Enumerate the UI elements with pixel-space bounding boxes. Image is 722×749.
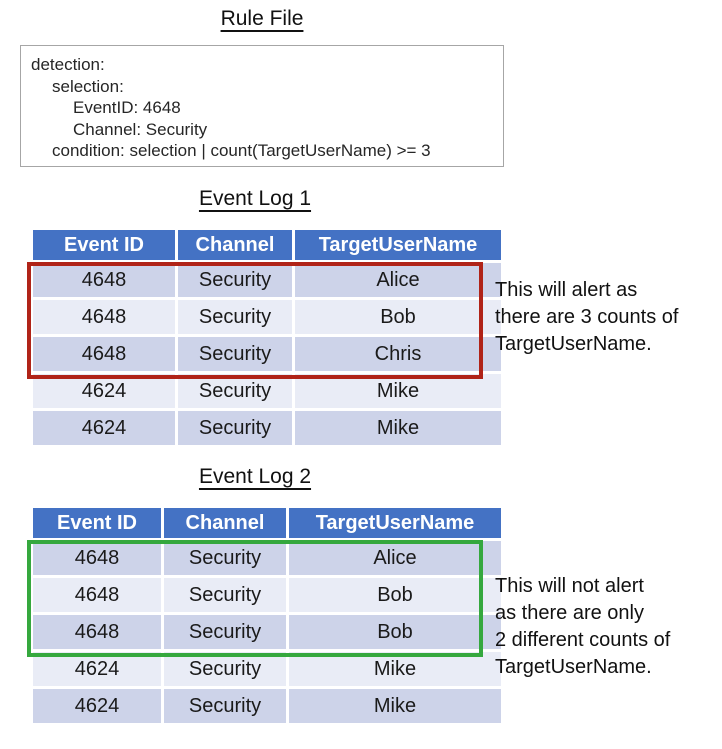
rule-line-eventid: EventID: 4648 [73,98,181,117]
alert-annotation-line: This will alert as [495,279,638,301]
no-alert-annotation-line: This will not alert [495,575,644,597]
event-log-1-header-row: Event ID Channel TargetUserName [33,230,501,260]
cell-channel: Security [164,541,286,575]
rule-file-box: detection: selection: EventID: 4648 Chan… [20,45,504,167]
cell-channel: Security [178,374,292,408]
table-row: 4648 Security Bob [33,300,501,334]
table-row: 4648 Security Bob [33,615,501,649]
cell-channel: Security [164,615,286,649]
cell-targetusername: Alice [295,263,501,297]
event-log-2-header-row: Event ID Channel TargetUserName [33,508,501,538]
table-row: 4648 Security Bob [33,578,501,612]
rule-line-channel: Channel: Security [73,119,208,139]
alert-annotation: This will alert as there are 3 counts of… [495,277,720,358]
rule-line-condition: condition: selection | count(TargetUserN… [52,141,431,160]
alert-highlight-box [27,262,483,379]
cell-event-id: 4648 [33,300,175,334]
cell-event-id: 4648 [33,615,161,649]
cell-targetusername: Mike [289,652,501,686]
rule-line-selection: selection: [52,76,124,96]
column-header-event-id: Event ID [33,508,161,538]
event-log-1-table: Event ID Channel TargetUserName 4648 Sec… [30,227,504,448]
cell-event-id: 4648 [33,337,175,371]
cell-event-id: 4648 [33,263,175,297]
table-row: 4624 Security Mike [33,652,501,686]
cell-event-id: 4624 [33,652,161,686]
cell-targetusername: Bob [289,578,501,612]
cell-event-id: 4648 [33,541,161,575]
column-header-channel: Channel [178,230,292,260]
cell-targetusername: Bob [295,300,501,334]
rule-line-detection: detection: [31,55,105,74]
cell-event-id: 4624 [33,374,175,408]
alert-annotation-line: TargetUserName. [495,333,652,355]
rule-file-title-text: Rule File [220,7,304,30]
event-log-1-title: Event Log 1 [30,187,480,211]
event-log-2-title-text: Event Log 2 [198,465,312,488]
column-header-channel: Channel [164,508,286,538]
cell-channel: Security [178,337,292,371]
cell-event-id: 4624 [33,689,161,723]
column-header-targetusername: TargetUserName [295,230,501,260]
cell-targetusername: Mike [295,374,501,408]
cell-channel: Security [164,578,286,612]
cell-channel: Security [164,652,286,686]
no-alert-annotation-line: as there are only [495,602,644,624]
cell-targetusername: Mike [295,411,501,445]
no-alert-highlight-box [27,540,483,657]
event-log-2-title: Event Log 2 [30,465,480,489]
table-row: 4624 Security Mike [33,374,501,408]
cell-targetusername: Chris [295,337,501,371]
cell-event-id: 4624 [33,411,175,445]
cell-event-id: 4648 [33,578,161,612]
alert-annotation-line: there are 3 counts of [495,306,679,328]
cell-channel: Security [178,411,292,445]
event-log-2-table: Event ID Channel TargetUserName 4648 Sec… [30,505,504,726]
table-row: 4648 Security Alice [33,263,501,297]
cell-channel: Security [178,263,292,297]
cell-targetusername: Mike [289,689,501,723]
column-header-event-id: Event ID [33,230,175,260]
event-log-1-title-text: Event Log 1 [198,187,312,210]
cell-channel: Security [178,300,292,334]
table-row: 4648 Security Chris [33,337,501,371]
table-row: 4624 Security Mike [33,689,501,723]
no-alert-annotation-line: 2 different counts of [495,629,671,651]
column-header-targetusername: TargetUserName [289,508,501,538]
cell-targetusername: Alice [289,541,501,575]
table-row: 4624 Security Mike [33,411,501,445]
cell-channel: Security [164,689,286,723]
rule-file-title: Rule File [20,7,504,31]
no-alert-annotation-line: TargetUserName. [495,656,652,678]
cell-targetusername: Bob [289,615,501,649]
no-alert-annotation: This will not alert as there are only 2 … [495,573,720,681]
table-row: 4648 Security Alice [33,541,501,575]
